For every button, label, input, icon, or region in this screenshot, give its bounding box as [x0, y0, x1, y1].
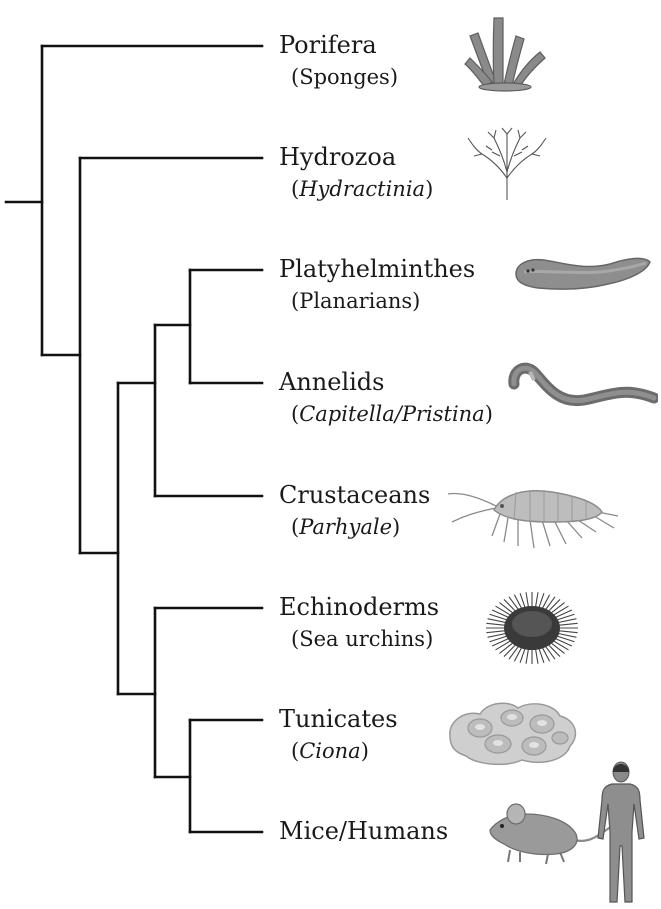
taxon-crustaceans: Crustaceans (Parhyale) — [279, 480, 430, 541]
taxon-annelids: Annelids (Capitella/Pristina) — [279, 367, 493, 428]
human-icon — [588, 760, 654, 906]
taxon-porifera: Porifera (Sponges) — [279, 30, 398, 91]
taxon-hydrozoa: Hydrozoa (Hydractinia) — [279, 142, 433, 203]
taxon-echinoderms: Echinoderms (Sea urchins) — [279, 592, 439, 653]
taxon-name: Mice/Humans — [279, 816, 448, 846]
annelid-worm-icon — [506, 358, 658, 422]
amphipod-icon — [446, 476, 622, 560]
tunicate-icon — [446, 696, 582, 768]
taxon-common-name: (Sea urchins) — [291, 625, 439, 653]
taxon-common-name: (Planarians) — [291, 287, 475, 315]
sponge-icon — [460, 8, 550, 92]
taxon-common-name: (Capitella/Pristina) — [291, 400, 493, 428]
taxon-name: Echinoderms — [279, 592, 439, 622]
taxon-tunicates: Tunicates (Ciona) — [279, 704, 398, 765]
sea-urchin-icon — [484, 584, 580, 664]
taxon-name: Annelids — [279, 367, 493, 397]
hydroid-icon — [462, 126, 552, 202]
taxon-common-name: (Sponges) — [291, 63, 398, 91]
taxon-mice-humans: Mice/Humans — [279, 816, 448, 846]
taxon-name: Hydrozoa — [279, 142, 433, 172]
taxon-common-name: (Hydractinia) — [291, 175, 433, 203]
taxon-common-name: (Ciona) — [291, 737, 398, 765]
taxon-name: Crustaceans — [279, 480, 430, 510]
taxon-platyhelminthes: Platyhelminthes (Planarians) — [279, 254, 475, 315]
taxon-name: Tunicates — [279, 704, 398, 734]
taxon-name: Porifera — [279, 30, 398, 60]
taxon-name: Platyhelminthes — [279, 254, 475, 284]
planarian-icon — [510, 250, 655, 298]
taxon-common-name: (Parhyale) — [291, 513, 430, 541]
